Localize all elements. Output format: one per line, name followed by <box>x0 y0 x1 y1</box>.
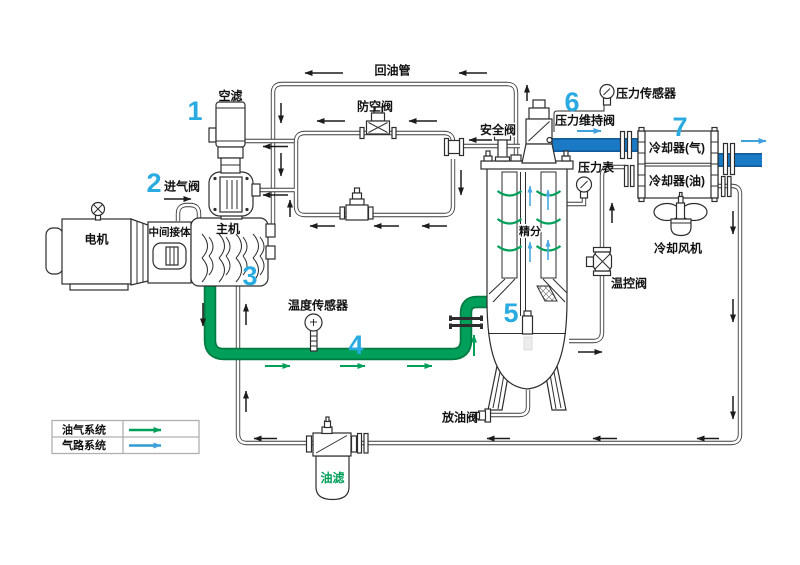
callout-3: 3 <box>242 261 257 291</box>
label-blowoff-valve: 防空阀 <box>357 99 393 114</box>
motor <box>45 201 132 291</box>
green-pipe-flange <box>449 315 483 329</box>
label-cooling-fan: 冷却风机 <box>654 241 702 256</box>
label-pressure-sensor: 压力传感器 <box>616 86 677 101</box>
regulating-valve <box>339 187 374 221</box>
separator-tank <box>474 150 574 423</box>
label-oil-return-pipe: 回油管 <box>374 63 410 78</box>
cooling-fan <box>653 191 708 237</box>
label-temp-control-valve: 温控阀 <box>611 276 647 291</box>
coupling-housing <box>130 218 192 286</box>
legend <box>51 419 200 455</box>
label-temperature-sensor: 温度传感器 <box>288 298 349 313</box>
callout-1: 1 <box>187 96 202 126</box>
callout-4: 4 <box>348 330 363 360</box>
separator-element-right <box>540 171 557 279</box>
oil-gas-green-pipe <box>203 282 488 361</box>
number-callouts: 1 2 3 4 5 6 7 <box>146 87 687 360</box>
label-safety-valve: 安全阀 <box>480 122 516 137</box>
oil-spray-arcs <box>496 190 562 252</box>
check-valve <box>443 137 465 157</box>
screw-rotor-icon <box>201 233 265 283</box>
legend-label-oil-gas: 油气系统 <box>62 423 106 437</box>
blue-flow-arrows <box>577 128 767 144</box>
airend <box>190 217 276 287</box>
cooler-block <box>619 126 736 203</box>
label-oil-filter: 油滤 <box>320 470 344 485</box>
label-oil-drain-valve: 放油阀 <box>441 410 478 425</box>
pressure-maintaining-valve <box>521 99 557 164</box>
label-airend: 主机 <box>216 221 240 236</box>
callout-2: 2 <box>146 168 161 198</box>
label-intake-valve: 进气阀 <box>164 179 200 194</box>
label-oil-cooler: 冷却器(油) <box>649 173 705 188</box>
label-coupling-housing: 中间接体 <box>149 226 191 239</box>
label-fine-separator: 精分 <box>519 224 541 238</box>
tank-air-arrows <box>527 185 551 262</box>
intake-valve <box>208 171 261 220</box>
callout-7: 7 <box>672 112 687 142</box>
text-labels: 空滤 进气阀 电机 中间接体 主机 回油管 防空阀 安全阀 压力维持阀 压力传感… <box>61 63 705 486</box>
label-pressure-maintaining-valve: 压力维持阀 <box>555 113 615 128</box>
safety-valve <box>493 127 512 162</box>
oil-filter <box>305 416 369 501</box>
drain-fitting <box>474 408 492 423</box>
label-air-filter: 空滤 <box>218 88 242 103</box>
pressure-sensor <box>599 83 615 106</box>
blowoff-valve <box>359 106 397 140</box>
separator-element-left <box>501 171 518 279</box>
label-air-cooler: 冷却器(气) <box>649 140 705 155</box>
unload-loop-pipe <box>257 133 520 215</box>
pressure-sensor-line <box>553 103 605 132</box>
pressure-gauge <box>575 176 593 199</box>
temp-control-valve <box>585 246 613 277</box>
label-pressure-gauge: 压力表 <box>578 160 615 175</box>
black-flow-arrows <box>164 70 736 442</box>
callout-5: 5 <box>503 298 518 328</box>
legend-label-air-circuit: 气路系统 <box>61 438 106 452</box>
callout-6: 6 <box>564 87 579 117</box>
label-motor: 电机 <box>84 232 108 247</box>
air-filter <box>208 101 246 174</box>
temperature-sensor <box>304 313 323 352</box>
green-flow-arrows <box>265 334 477 369</box>
